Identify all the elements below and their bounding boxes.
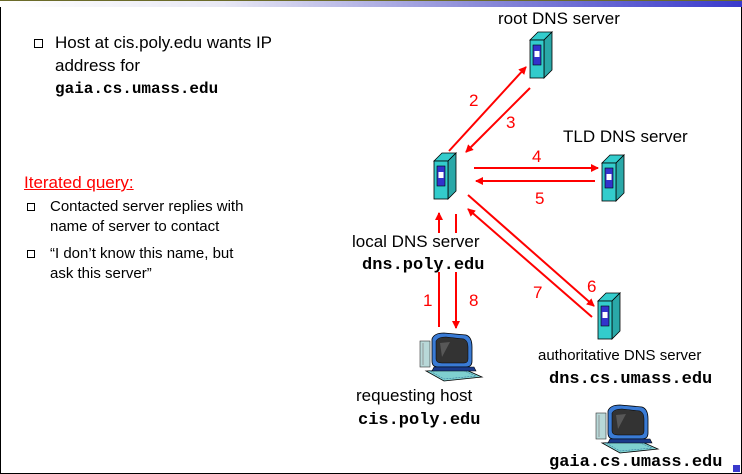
step-label-6: 6 bbox=[587, 277, 597, 296]
tld-dns-server-label: TLD DNS server bbox=[563, 127, 688, 146]
step-label-3: 3 bbox=[506, 113, 516, 132]
requesting-host-label: requesting host bbox=[356, 386, 473, 405]
authoritative-dns-server-hostname: dns.cs.umass.edu bbox=[549, 370, 713, 389]
step-label-5: 5 bbox=[535, 189, 545, 208]
requesting-host-hostname: cis.poly.edu bbox=[358, 411, 481, 430]
root-dns-server-icon bbox=[529, 31, 553, 79]
target-host-computer-icon bbox=[595, 404, 659, 454]
bullet-icon bbox=[34, 39, 43, 48]
step-label-2: 2 bbox=[469, 91, 479, 110]
tld-dns-server-icon bbox=[601, 154, 625, 202]
arrow-step-7 bbox=[467, 208, 593, 318]
bullet-1-line-1: Contacted server replies with bbox=[50, 198, 244, 215]
slide-corner-marker bbox=[733, 465, 740, 472]
step-label-4: 4 bbox=[532, 147, 542, 166]
arrow-step-6 bbox=[467, 194, 595, 307]
authoritative-dns-server-icon bbox=[597, 292, 621, 340]
intro-line-1: Host at cis.poly.edu wants IP bbox=[55, 33, 273, 52]
root-dns-server-label: root DNS server bbox=[498, 9, 620, 28]
title-gradient-bar bbox=[0, 0, 742, 7]
target-host-hostname: gaia.cs.umass.edu bbox=[549, 453, 723, 472]
local-dns-server-hostname: dns.poly.edu bbox=[362, 256, 485, 275]
bullet-2-line-1: “I don’t know this name, but bbox=[50, 245, 234, 262]
bullet-1-line-2: name of server to contact bbox=[50, 218, 220, 235]
step-label-7: 7 bbox=[533, 283, 543, 302]
local-dns-server-icon bbox=[433, 152, 457, 200]
intro-target-hostname: gaia.cs.umass.edu bbox=[55, 80, 219, 98]
intro-line-2: address for bbox=[55, 56, 141, 75]
authoritative-dns-server-label: authoritative DNS server bbox=[538, 347, 702, 364]
bullet-icon bbox=[27, 203, 35, 211]
local-dns-server-label: local DNS server bbox=[352, 232, 480, 251]
iterated-query-heading: Iterated query: bbox=[24, 173, 134, 192]
arrow-step-2 bbox=[448, 66, 527, 152]
bullet-2-line-2: ask this server” bbox=[50, 265, 152, 282]
requesting-host-computer-icon bbox=[419, 332, 483, 382]
arrow-step-3 bbox=[465, 87, 531, 153]
step-label-8: 8 bbox=[469, 291, 479, 310]
step-label-1: 1 bbox=[423, 291, 433, 310]
bullet-icon bbox=[27, 250, 35, 258]
